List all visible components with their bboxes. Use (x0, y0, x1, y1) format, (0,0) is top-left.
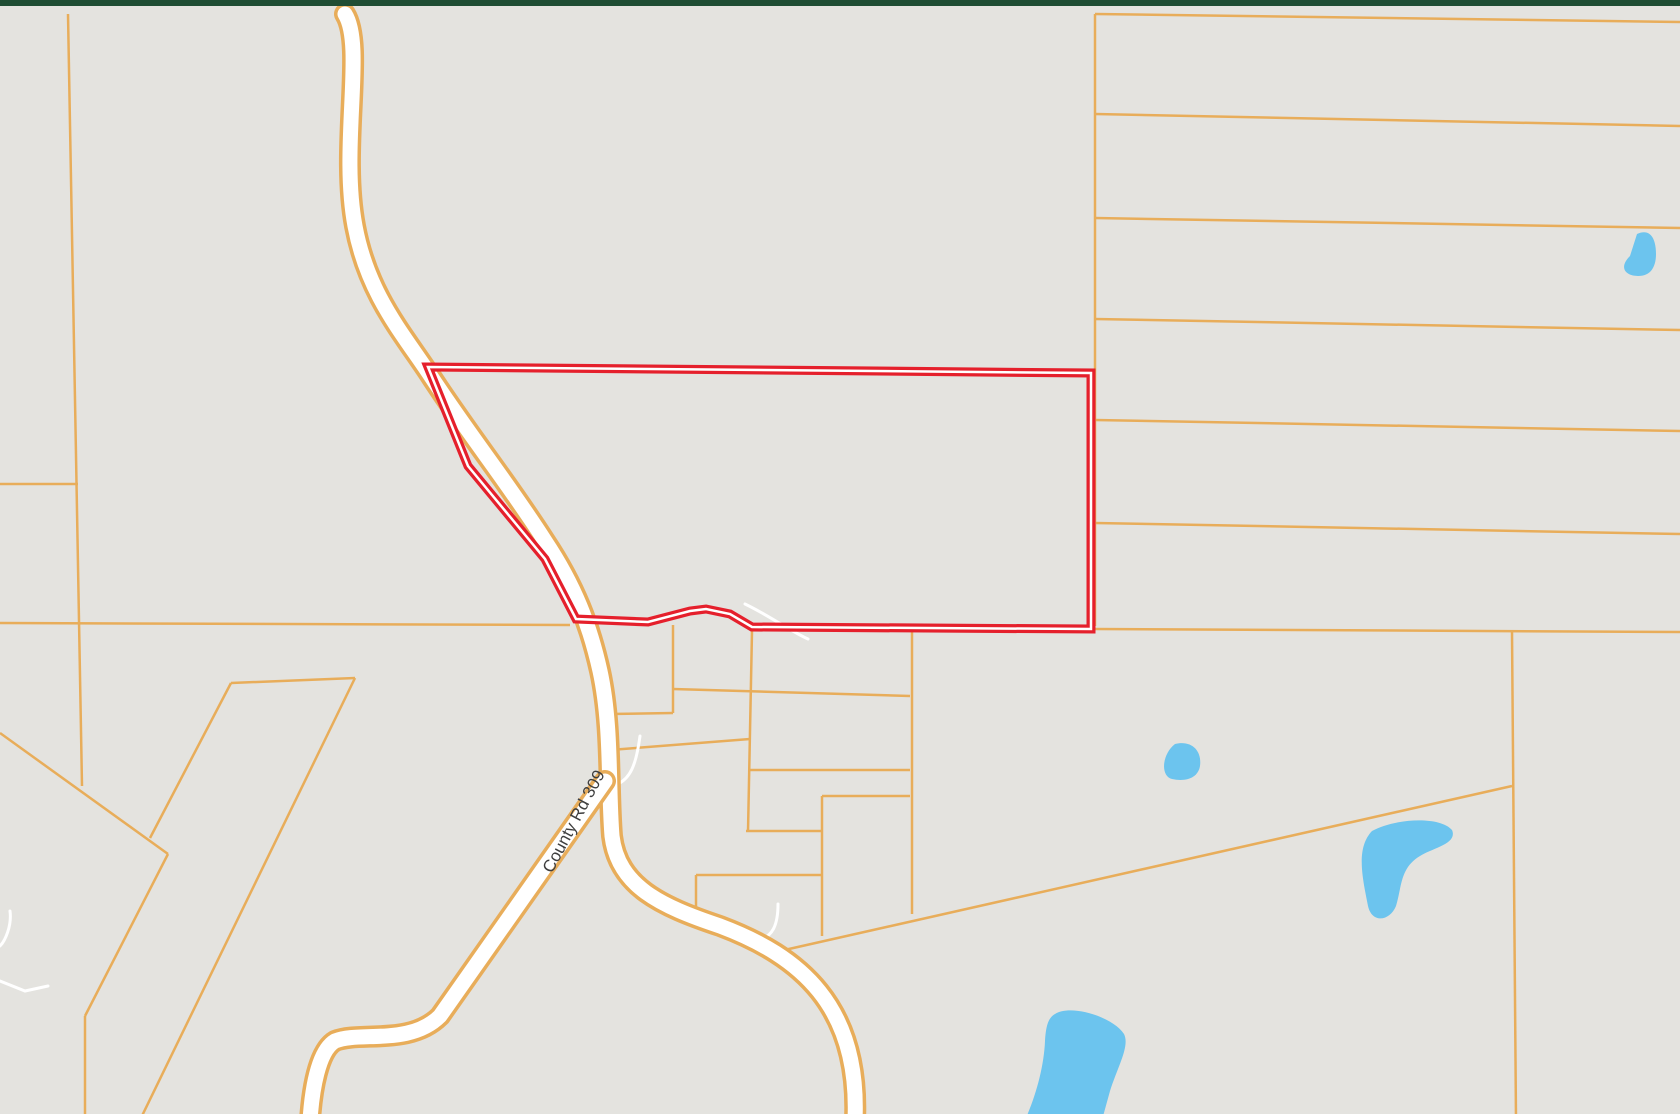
pond-icon (1624, 232, 1656, 276)
highlighted-parcel-inner (426, 365, 1093, 631)
parcel-line (1094, 521, 1680, 536)
parcel-line (1094, 12, 1680, 24)
pond-icon (1027, 1010, 1126, 1114)
pond-icon (1361, 820, 1453, 919)
driveway (616, 734, 642, 786)
parcel-line (148, 682, 233, 839)
parcel-line (83, 853, 170, 1017)
parcel-line (0, 731, 169, 856)
parcel-line (1094, 418, 1680, 433)
parcel-line (0, 621, 571, 627)
parcel-line (672, 687, 911, 698)
road-fill-branch (302, 773, 613, 1114)
driveway (0, 909, 12, 948)
parcel-lines (0, 12, 1680, 1114)
parcel-map[interactable]: County Rd 309 (0, 6, 1680, 1114)
parcel-line (609, 711, 674, 716)
parcel-line (230, 676, 356, 685)
parcel-line (746, 630, 754, 833)
parcel-line (1094, 627, 1680, 634)
parcel-line (1094, 216, 1680, 230)
road-fill (337, 6, 863, 1114)
pond-icon (1164, 743, 1201, 780)
highlighted-parcel[interactable] (421, 362, 1096, 634)
map-background (0, 6, 1680, 1114)
parcel-line (141, 677, 357, 1114)
county-road-309[interactable] (299, 6, 867, 1114)
water-bodies (1027, 232, 1656, 1114)
parcel-line (779, 784, 1513, 953)
parcel-line (1094, 317, 1680, 332)
parcel-line (1094, 112, 1680, 128)
parcel-line (66, 13, 84, 787)
parcel-line (609, 737, 751, 752)
driveway (0, 979, 50, 993)
parcel-line (1510, 631, 1518, 1114)
